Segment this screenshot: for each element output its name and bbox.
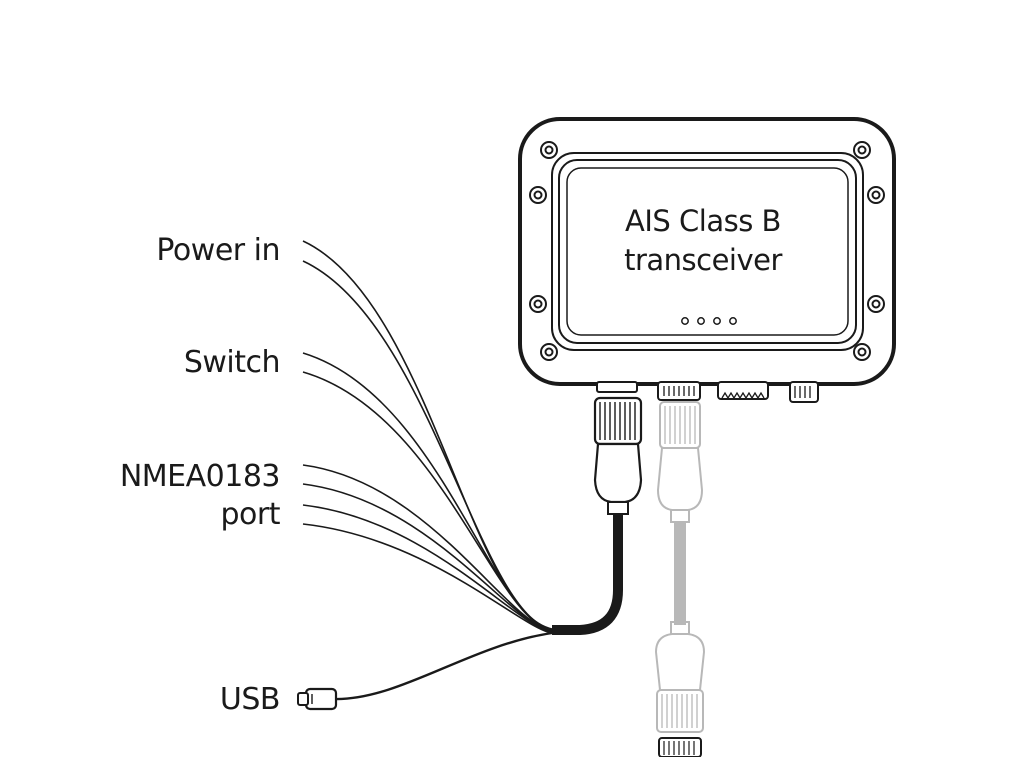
ais-transceiver-unit: AIS Class B transceiver (518, 117, 896, 386)
label-switch: Switch (184, 345, 280, 380)
screw-icon (853, 141, 871, 159)
status-led-icon (681, 317, 689, 325)
status-led-icon (729, 317, 737, 325)
ghost-cable-end (658, 737, 702, 757)
label-nmea-port: port (221, 497, 281, 532)
power-in-wire (302, 240, 553, 630)
main-cable-trunk (552, 514, 623, 635)
port-2-socket (657, 381, 701, 401)
breakout-cable (297, 240, 643, 711)
usb-wire (334, 631, 553, 701)
enclosure-panel (566, 167, 849, 336)
enclosure-outer (518, 117, 896, 386)
screw-icon (529, 295, 547, 313)
usb-plug-icon (297, 687, 338, 711)
label-power-in: Power in (156, 233, 280, 268)
device-title-line2: transceiver (624, 243, 782, 277)
nmea-wire (302, 464, 553, 632)
screw-icon (867, 295, 885, 313)
port-4-socket (789, 381, 819, 403)
port-3-socket (717, 381, 769, 400)
ghost-cable (654, 401, 706, 757)
nmea-wire (302, 504, 553, 633)
screw-icon (540, 343, 558, 361)
status-led-icon (697, 317, 705, 325)
screw-icon (853, 343, 871, 361)
label-nmea: NMEA0183 (120, 459, 280, 494)
port-1-socket (596, 381, 638, 393)
label-usb: USB (220, 682, 280, 717)
screw-icon (867, 186, 885, 204)
screw-icon (540, 141, 558, 159)
switch-wire (302, 371, 553, 632)
power-in-wire (302, 260, 553, 631)
status-led-icon (713, 317, 721, 325)
device-title-line1: AIS Class B (625, 204, 781, 238)
device-connector-ports (596, 381, 819, 403)
nmea-wire (302, 523, 553, 634)
enclosure-lid-inner (558, 159, 857, 344)
screw-icon (529, 186, 547, 204)
status-leds (681, 317, 737, 325)
main-cable-connector (593, 396, 643, 515)
enclosure-lid-outer (551, 152, 864, 351)
nmea-wire (302, 483, 553, 633)
